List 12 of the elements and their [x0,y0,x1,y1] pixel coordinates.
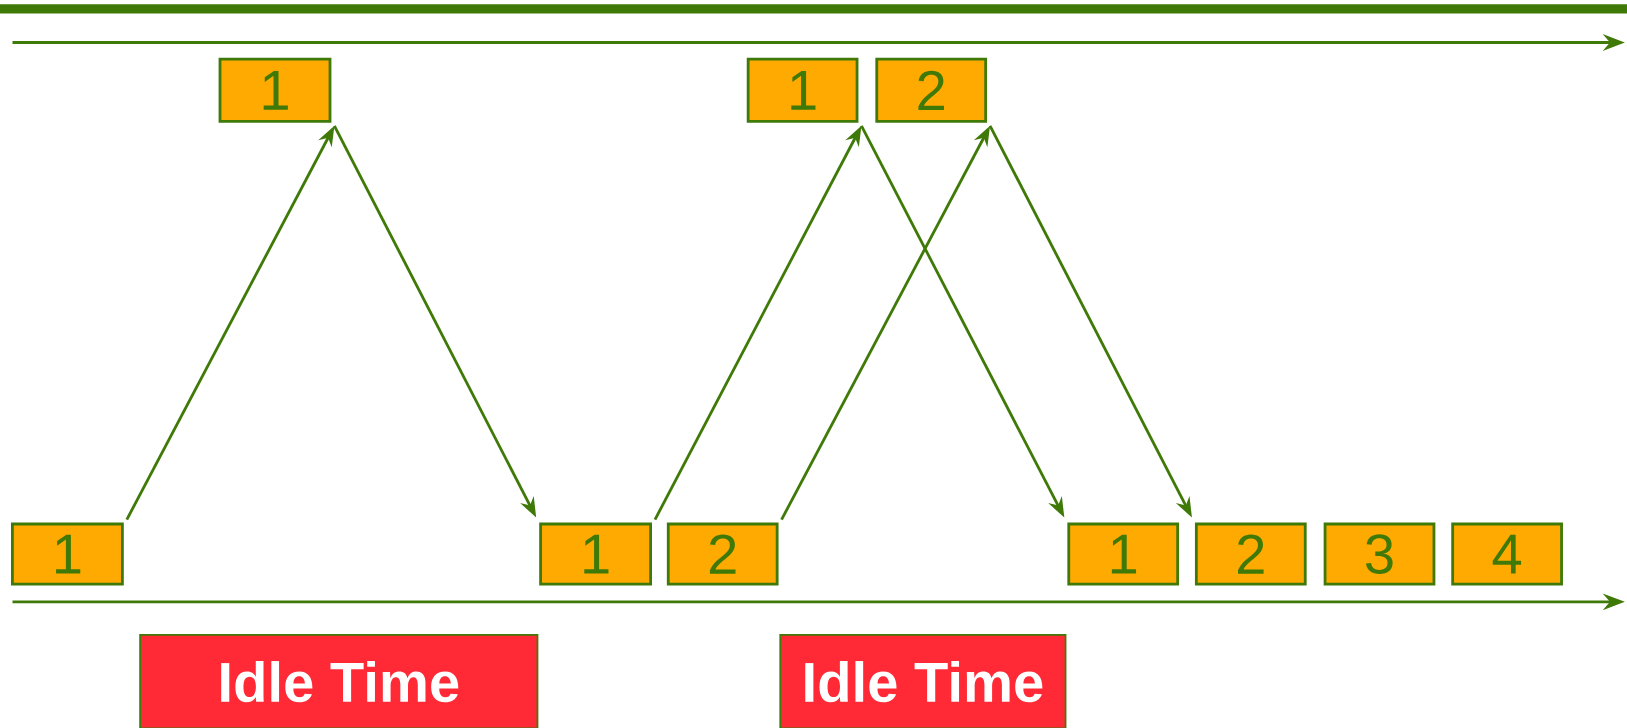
packet-box: 2 [1194,522,1307,586]
packet-box: 4 [1451,522,1563,586]
packet-box: 1 [1067,522,1180,586]
idle-time-box: Idle Time [779,634,1067,728]
packet-box: 1 [11,522,124,586]
packet-box: 1 [539,522,652,586]
idle-time-box: Idle Time [139,634,539,728]
packet-box: 1 [746,57,859,123]
packet-box: 1 [218,57,332,123]
packet-box: 2 [666,522,779,586]
packet-box: 2 [875,57,988,123]
packet-box: 3 [1323,522,1436,586]
